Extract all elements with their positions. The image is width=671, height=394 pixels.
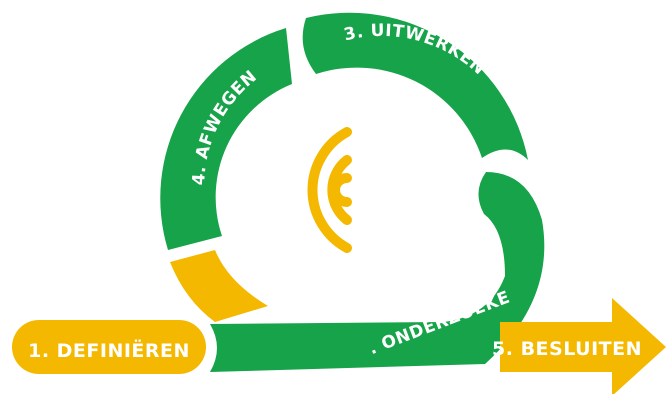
loop-tail-segment bbox=[170, 250, 268, 322]
step-1-label: 1. DEFINIËREN bbox=[28, 338, 190, 362]
step-1-pill bbox=[12, 320, 206, 374]
step-3-segment bbox=[302, 12, 528, 161]
step-4-segment bbox=[160, 28, 292, 250]
step-5-arrow bbox=[500, 298, 666, 394]
step-2-segment bbox=[210, 172, 545, 372]
signal-waves-icon bbox=[307, 127, 352, 253]
step-5-label: 5. BESLUITEN bbox=[492, 338, 642, 360]
